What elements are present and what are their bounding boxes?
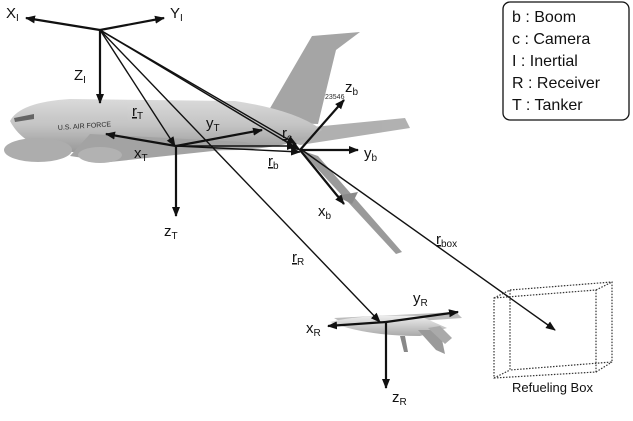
vector-r-t-line [99, 29, 176, 147]
tanker-aircraft: U.S. AIR FORCE 23546 [4, 32, 410, 163]
legend-item-inertial: I : Inertial [512, 53, 578, 70]
refueling-box-edge [595, 361, 613, 373]
vector-r-box-line [301, 149, 556, 331]
tanker-x-label: xT [134, 145, 148, 164]
receiver-frame [327, 309, 459, 389]
receiver-fuselage [330, 315, 447, 336]
tanker-frame [105, 127, 263, 217]
vector-labels: rT rc rb rR rbox [132, 103, 457, 268]
boom-x-axis [299, 149, 345, 205]
receiver-x-axis [327, 320, 387, 330]
position-vectors [99, 29, 556, 331]
inertial-frame [25, 15, 165, 104]
inertial-y-axis [99, 15, 165, 32]
receiver-x-label: xR [306, 320, 321, 339]
legend-item-tanker: T : Tanker [512, 97, 583, 114]
tanker-engine-1 [4, 138, 72, 162]
tanker-fuselage-text: U.S. AIR FORCE [58, 121, 112, 132]
receiver-aircraft [330, 312, 462, 354]
inertial-y-label: YI [170, 5, 183, 24]
receiver-landing-gear [400, 336, 408, 352]
legend-item-camera: c : Camera [512, 31, 590, 48]
legend: b : Boom c : Camera I : Inertial R : Rec… [502, 1, 630, 121]
boom-z-label: zb [345, 79, 359, 98]
tanker-x-axis [105, 131, 177, 148]
receiver-y-label: yR [413, 290, 428, 309]
refueling-box-label: Refueling Box [512, 380, 593, 395]
refueling-box [493, 281, 613, 379]
vector-r-r-line [99, 29, 381, 323]
legend-item-receiver: R : Receiver [512, 75, 601, 92]
vector-r-box-label: rbox [436, 231, 457, 250]
axis-labels: XI YI ZI xT yT zT zb yb xb xR yR zR [6, 5, 428, 408]
legend-frame [502, 1, 630, 121]
tanker-z-label: zT [164, 223, 178, 242]
tanker-vertical-stabilizer [262, 32, 360, 124]
legend-item-boom: b : Boom [512, 9, 576, 26]
refueling-box-edge [493, 369, 511, 379]
inertial-z-label: ZI [74, 67, 86, 86]
vector-r-r-label: rR [292, 249, 304, 268]
receiver-y-axis [385, 309, 459, 324]
tanker-cockpit-windows [14, 114, 34, 122]
boom-y-label: yb [364, 145, 378, 164]
vector-r-c-label: rc [282, 125, 292, 144]
vector-r-b-label: rb [268, 153, 279, 172]
refueling-boom [300, 150, 402, 254]
inertial-x-label: XI [6, 5, 19, 24]
boom-x-label: xb [318, 203, 332, 222]
boom-frame [299, 99, 359, 205]
vector-r-t-label: rT [132, 103, 143, 122]
tanker-y-axis [175, 127, 263, 148]
inertial-x-axis [25, 15, 101, 32]
vector-t-to-b-line [175, 145, 301, 156]
receiver-z-label: zR [392, 389, 407, 408]
tanker-tail-number: 23546 [325, 94, 345, 101]
vector-r-b-line [99, 29, 301, 151]
receiver-tail-fin [428, 326, 452, 344]
tanker-y-label: yT [206, 115, 220, 134]
tanker-engine-2 [78, 147, 122, 163]
boom-z-axis [299, 99, 345, 151]
